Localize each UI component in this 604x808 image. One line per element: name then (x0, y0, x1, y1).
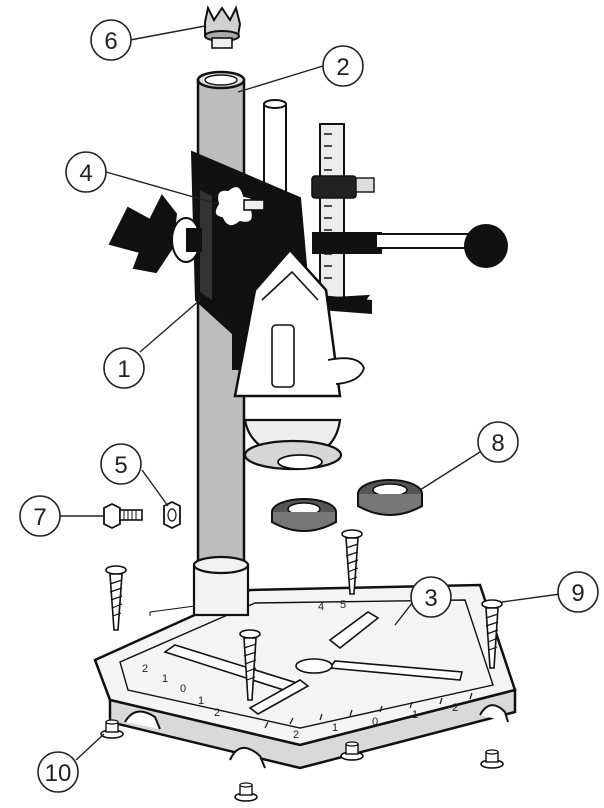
wood-screw (481, 599, 503, 669)
lock-knob (213, 185, 265, 228)
base-plate: 2 1 0 1 2 2 1 0 1 2 5 4 (93, 583, 517, 770)
scale-left-label: 2 (214, 707, 220, 719)
adapter-ring-large (357, 479, 423, 516)
callout-4: 4 (65, 151, 107, 193)
scale-front-label: 1 (412, 709, 418, 721)
callout-4-label: 4 (79, 160, 92, 187)
callout-2-label: 2 (336, 54, 349, 81)
callout-1-label: 1 (117, 356, 130, 383)
callout-7-label: 7 (33, 504, 46, 531)
scale-top-label: 4 (318, 601, 324, 613)
depth-scale (311, 123, 375, 301)
scale-left-label: 1 (162, 673, 168, 685)
rubber-foot (480, 749, 504, 769)
scale-front-label: 2 (293, 729, 299, 741)
scale-front-label: 1 (332, 722, 338, 734)
rubber-foot (234, 782, 258, 802)
rubber-foot (340, 741, 364, 761)
wood-screw (105, 565, 127, 631)
callout-8-label: 8 (491, 430, 504, 457)
wood-screw (239, 629, 261, 701)
callout-10-label: 10 (45, 760, 72, 787)
adapter-ring-small (271, 498, 337, 532)
callout-9-label: 9 (571, 580, 584, 607)
callout-2: 2 (322, 45, 364, 87)
hex-bolt (103, 502, 143, 530)
scale-left-label: 2 (142, 663, 148, 675)
hex-nut (163, 500, 181, 530)
scale-front-label: 2 (452, 702, 458, 714)
callout-6-label: 6 (104, 28, 117, 55)
column-cap (204, 5, 242, 49)
scale-top-label: 5 (340, 599, 346, 611)
callout-5-label: 5 (114, 452, 127, 479)
wood-screw (341, 529, 363, 595)
feed-handle (312, 224, 508, 268)
callout-3-label: 3 (424, 585, 437, 612)
callout-5: 5 (100, 443, 142, 485)
scale-front-label: 0 (372, 716, 378, 728)
leader-lines (58, 25, 561, 761)
column-clamp-knob (108, 194, 202, 274)
tool-holder-collar (233, 248, 365, 471)
callout-1: 1 (103, 347, 145, 389)
callout-7: 7 (19, 495, 61, 537)
rubber-foot (100, 719, 124, 739)
callout-9: 9 (557, 571, 599, 613)
callout-10: 10 (37, 751, 79, 793)
callout-8: 8 (477, 421, 519, 463)
callout-3: 3 (410, 576, 452, 618)
scale-left-label: 0 (180, 683, 186, 695)
callout-6: 6 (90, 19, 132, 61)
scale-left-label: 1 (198, 695, 204, 707)
